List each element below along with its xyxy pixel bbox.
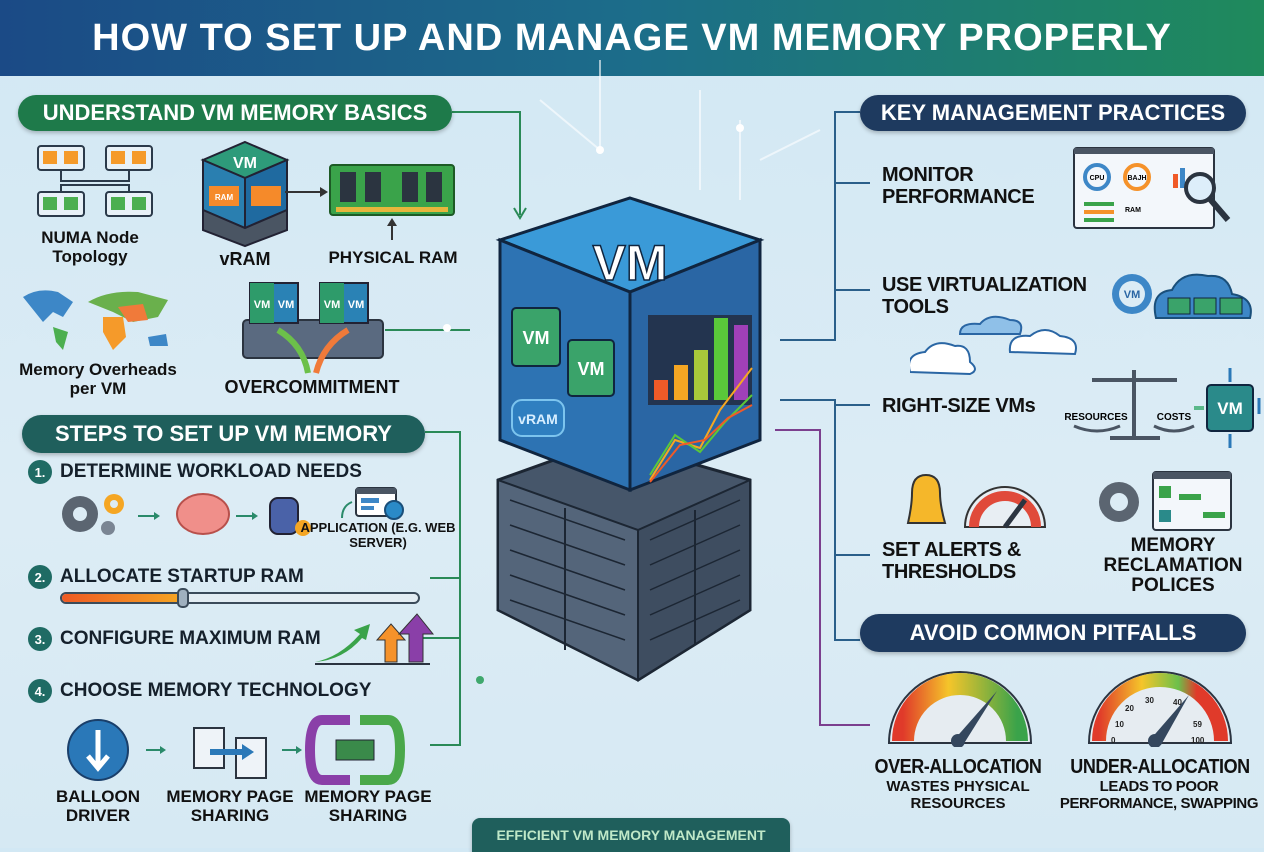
tech-label-page-sharing: MEMORY PAGE SHARING xyxy=(166,787,294,826)
gauge-tick: 10 xyxy=(1115,720,1124,729)
overcommitment-label: OVERCOMMITMENT xyxy=(224,377,400,397)
svg-text:VM: VM xyxy=(278,299,295,311)
step-4: 4. CHOOSE MEMORY TECHNOLOGY xyxy=(28,679,371,703)
section-steps-heading: STEPS TO SET UP VM MEMORY xyxy=(22,415,425,453)
vm-card-label: VM xyxy=(523,328,550,348)
right-size-scale-icon: RESOURCES COSTS VM xyxy=(1064,368,1261,448)
vram-cloud-label: vRAM xyxy=(518,411,558,427)
memory-technology-icons xyxy=(67,715,406,785)
under-allocation-gauge-icon: 0 10 20 30 40 59 100 xyxy=(1087,671,1233,747)
magnifier-icon xyxy=(1184,172,1216,204)
bajh-label: BAJH xyxy=(1127,175,1146,182)
tech-label-balloon: BALLOON DRIVER xyxy=(55,787,141,826)
ram-label: RAM xyxy=(1125,207,1141,214)
step-label: CHOOSE MEMORY TECHNOLOGY xyxy=(60,680,372,701)
practice-right-size: RIGHT-SIZE VMs xyxy=(882,395,1036,417)
startup-ram-slider[interactable] xyxy=(60,588,420,608)
over-allocation-desc: WASTES PHYSICAL RESOURCES xyxy=(886,778,1030,812)
step-number: 3. xyxy=(28,627,52,651)
workload-flow-icons xyxy=(62,493,311,536)
svg-text:VM: VM xyxy=(348,299,365,311)
central-vm-server-illustration: VM VM VM vRAM xyxy=(495,196,765,682)
practice-tools: USE VIRTUALIZATION TOOLS xyxy=(882,274,1087,318)
bell-icon xyxy=(906,473,947,524)
step-2: 2. ALLOCATE STARTUP RAM xyxy=(28,565,304,589)
practice-alerts: SET ALERTS & THRESHOLDS xyxy=(882,539,1021,583)
gauge-tick: 0 xyxy=(1111,736,1116,745)
vm-box-label: VM xyxy=(1217,399,1243,418)
cube-bar-chart xyxy=(654,318,748,400)
over-allocation-gauge-icon xyxy=(887,671,1033,747)
cpu-label: CPU xyxy=(1090,175,1105,182)
section-pitfalls-heading: AVOID COMMON PITFALLS xyxy=(860,614,1246,652)
page-sharing-icon xyxy=(193,727,225,769)
virtualization-tools-icon: VM xyxy=(910,273,1252,376)
tech-label-page-sharing-2: MEMORY PAGE SHARING xyxy=(304,787,432,826)
vm-card-label: VM xyxy=(578,359,605,379)
practice-monitor: MONITOR PERFORMANCE xyxy=(882,164,1035,208)
monitoring-dashboard-icon: CPU BAJH RAM xyxy=(1073,147,1231,229)
gauge-tick: 30 xyxy=(1145,696,1154,705)
section-practices-heading: KEY MANAGEMENT PRACTICES xyxy=(860,95,1246,131)
ram-chip-label: RAM xyxy=(215,193,234,202)
section-basics-heading: UNDERSTAND VM MEMORY BASICS xyxy=(18,95,452,131)
over-allocation-title: OVER-ALLOCATION xyxy=(874,756,1042,778)
gauge-tick: 59 xyxy=(1193,720,1202,729)
overcommitment-icon: VM VM VM VM xyxy=(242,282,384,374)
step-1: 1. DETERMINE WORKLOAD NEEDS xyxy=(28,460,362,484)
vm-label: VM xyxy=(233,155,257,172)
svg-text:VM: VM xyxy=(324,299,341,311)
title-bar: HOW TO SET UP AND MANAGE VM MEMORY PROPE… xyxy=(0,0,1264,76)
gauge-tick: 100 xyxy=(1191,736,1205,745)
vram-cube-icon: VM RAM xyxy=(200,140,290,248)
max-ram-arrows-icon xyxy=(315,613,435,665)
physical-ram-icon xyxy=(285,164,455,240)
brain-icon xyxy=(176,493,230,535)
step-label: ALLOCATE STARTUP RAM xyxy=(60,566,304,587)
step-label: DETERMINE WORKLOAD NEEDS xyxy=(60,461,362,482)
vm-title: VM xyxy=(593,235,668,291)
slider-fill xyxy=(62,594,184,602)
step-3: 3. CONFIGURE MAXIMUM RAM xyxy=(28,627,321,651)
numa-topology-icon xyxy=(37,145,153,217)
server-racks xyxy=(496,438,752,682)
vram-label: vRAM xyxy=(219,249,271,269)
step-number: 4. xyxy=(28,679,52,703)
under-allocation-desc: LEADS TO POOR PERFORMANCE, SWAPPING xyxy=(1059,778,1259,812)
world-map-icon xyxy=(23,290,168,350)
step-label: CONFIGURE MAXIMUM RAM xyxy=(60,628,321,649)
application-label: APPLICATION (E.G. WEB SERVER) xyxy=(300,520,456,550)
physical-ram-label: PHYSICAL RAM xyxy=(328,248,458,267)
page-sharing-clamp-icon xyxy=(304,715,350,785)
page-title: HOW TO SET UP AND MANAGE VM MEMORY PROPE… xyxy=(92,16,1172,59)
costs-label: COSTS xyxy=(1157,412,1192,423)
under-allocation-title: UNDER-ALLOCATION xyxy=(1070,756,1250,778)
vm-gear-label: VM xyxy=(1124,289,1141,301)
step-number: 2. xyxy=(28,565,52,589)
overheads-label: Memory Overheads per VM xyxy=(19,360,177,399)
step-number: 1. xyxy=(28,460,52,484)
gauge-tick: 20 xyxy=(1125,704,1134,713)
reclamation-icons xyxy=(1099,471,1232,531)
web-app-icon xyxy=(341,487,404,520)
practice-reclamation: MEMORY RECLAMATION POLICES xyxy=(1103,535,1243,596)
slider-knob[interactable] xyxy=(177,588,190,608)
footer-label: EFFICIENT VM MEMORY MANAGEMENT xyxy=(472,818,790,852)
resources-label: RESOURCES xyxy=(1064,412,1128,423)
numa-label: NUMA Node Topology xyxy=(41,228,139,267)
alerts-icons xyxy=(906,473,1047,529)
gauge-tick: 40 xyxy=(1173,698,1182,707)
database-icon xyxy=(269,497,299,535)
vm-cube: VM VM VM vRAM xyxy=(495,196,765,493)
svg-text:VM: VM xyxy=(254,299,271,311)
